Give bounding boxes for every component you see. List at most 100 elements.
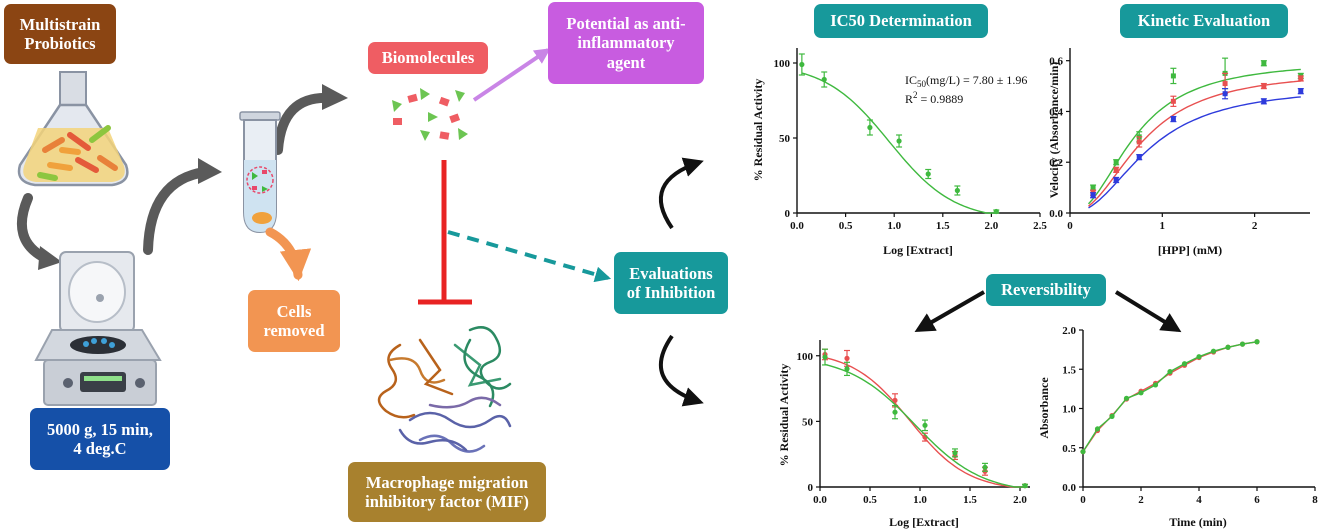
x-tick-label: 1.5 xyxy=(963,494,977,506)
series-0 xyxy=(822,348,1028,489)
data-point xyxy=(867,124,873,131)
arrow-to-ic50 xyxy=(658,157,704,230)
mif-label: Macrophage migration inhibitory factor (… xyxy=(348,462,546,522)
x-tick-label: 1 xyxy=(1160,220,1166,232)
data-point xyxy=(1138,390,1144,396)
cells-removed-label: Cells removed xyxy=(248,290,340,352)
series-0 xyxy=(798,53,1000,215)
y-axis-label: % Residual Activity xyxy=(751,79,765,182)
process-arrowheads xyxy=(38,84,348,270)
x-tick-label: 2.0 xyxy=(1013,494,1027,506)
fit-line xyxy=(824,363,1025,488)
data-point xyxy=(993,208,999,215)
data-point xyxy=(922,422,928,428)
x-tick-label: 8 xyxy=(1312,494,1318,506)
potential-arrow xyxy=(472,48,551,102)
data-point xyxy=(1239,341,1246,347)
y-tick-label: 0.0 xyxy=(1049,208,1063,220)
data-point xyxy=(925,171,931,177)
y-tick-label: 0 xyxy=(808,482,814,494)
reversibility-arrow-left xyxy=(914,290,985,332)
series-1 xyxy=(822,348,1028,489)
data-point xyxy=(799,61,805,68)
y-tick-label: 0.0 xyxy=(1062,482,1076,494)
fit-line xyxy=(1087,68,1301,205)
data-point xyxy=(1261,98,1267,104)
fit-line xyxy=(801,72,997,214)
y-axis-label: Velocity (Absorbance/min) xyxy=(1047,62,1061,199)
y-tick-label: 0 xyxy=(785,208,791,220)
x-tick-label: 4 xyxy=(1196,494,1202,506)
ic50-chart-title: IC50 Determination xyxy=(814,4,988,38)
data-point xyxy=(844,366,850,372)
y-tick-label: 0.5 xyxy=(1062,443,1076,455)
series-0 xyxy=(1087,57,1304,205)
data-point xyxy=(1136,154,1142,160)
data-point xyxy=(954,187,960,194)
cells-removed-arrow xyxy=(265,227,312,282)
series-2 xyxy=(1088,88,1304,209)
x-axis-label: Time (min) xyxy=(1169,515,1226,529)
y-tick-label: 50 xyxy=(802,416,814,428)
data-point xyxy=(892,397,898,403)
inhibition-symbol xyxy=(418,160,472,305)
y-tick-label: 0.6 xyxy=(1049,56,1063,68)
probiotics-label: Multistrain Probiotics xyxy=(4,4,116,64)
data-point xyxy=(1167,369,1173,375)
flask-icon xyxy=(17,71,129,187)
x-tick-label: 2 xyxy=(1252,220,1258,232)
data-point xyxy=(1170,116,1176,122)
reversibility-label: Reversibility xyxy=(986,274,1106,306)
y-tick-label: 1.5 xyxy=(1062,364,1076,376)
x-tick-label: 2 xyxy=(1138,494,1144,506)
x-tick-label: 2.0 xyxy=(985,220,999,232)
process-arrows xyxy=(16,92,335,263)
y-axis-label: % Residual Activity xyxy=(777,364,791,467)
data-point xyxy=(1222,91,1228,97)
data-point xyxy=(1136,139,1142,145)
arrow-to-reversibility-plot xyxy=(658,334,704,407)
data-point xyxy=(952,450,958,456)
x-tick-label: 0.0 xyxy=(790,220,804,232)
fit-line xyxy=(1082,341,1258,453)
data-point xyxy=(896,138,902,144)
x-tick-label: 0.0 xyxy=(813,494,827,506)
reversibility-arrow-right xyxy=(1114,290,1182,333)
biomolecules-label: Biomolecules xyxy=(368,42,488,74)
y-tick-label: 100 xyxy=(774,58,791,70)
data-point xyxy=(1094,426,1101,432)
data-point xyxy=(822,354,828,360)
x-tick-label: 0.5 xyxy=(863,494,877,506)
data-point xyxy=(1298,88,1304,94)
data-point xyxy=(1261,83,1267,89)
centrifuge-icon xyxy=(34,251,162,406)
data-point xyxy=(1113,167,1119,173)
data-point xyxy=(1090,185,1096,191)
x-tick-label: 6 xyxy=(1254,494,1260,506)
data-point xyxy=(1298,75,1304,81)
y-tick-label: 2.0 xyxy=(1062,325,1076,337)
data-point xyxy=(1181,361,1188,367)
data-point xyxy=(1152,382,1159,388)
y-tick-label: 0.4 xyxy=(1049,106,1063,118)
x-tick-label: 0.5 xyxy=(839,220,853,232)
evaluation-arrow xyxy=(447,230,612,283)
data-point xyxy=(1170,98,1176,104)
data-point xyxy=(1210,348,1217,354)
data-point xyxy=(1022,483,1028,489)
kinetic-chart-title: Kinetic Evaluation xyxy=(1120,4,1288,38)
y-tick-label: 0.2 xyxy=(1049,157,1063,169)
fit-line xyxy=(1082,341,1258,453)
y-tick-label: 100 xyxy=(797,351,814,363)
data-point xyxy=(1261,60,1267,66)
data-point xyxy=(1222,81,1228,87)
centrifuge-settings-label: 5000 g, 15 min, 4 deg.C xyxy=(30,408,170,470)
data-point xyxy=(1109,413,1115,419)
y-tick-label: 50 xyxy=(779,133,791,145)
